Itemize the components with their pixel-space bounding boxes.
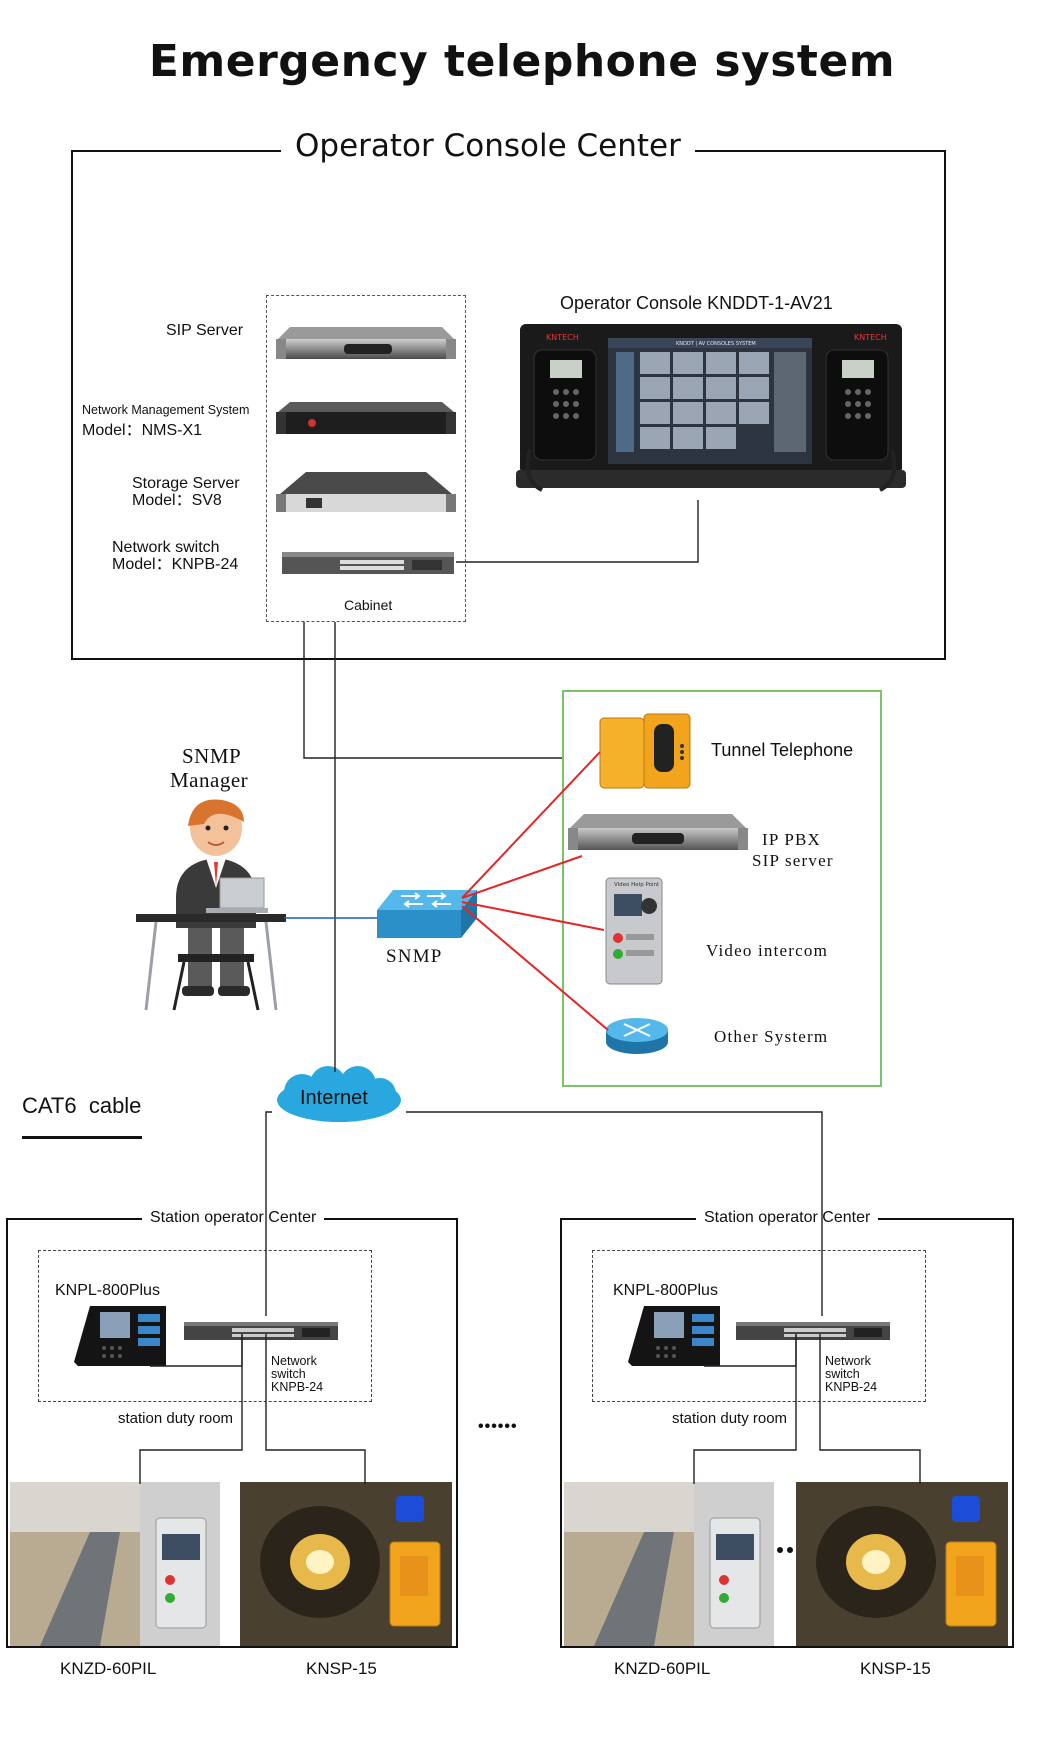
video-intercom-label: Video intercom <box>706 941 828 960</box>
sip-server-label: SIP Server <box>166 322 244 339</box>
nms-server-icon <box>276 402 456 434</box>
console-screen-caption: KNDDT | AV CONSOLES SYSTEM <box>676 341 756 347</box>
snmp-manager-person <box>136 798 286 1013</box>
cloud-icon <box>277 1066 401 1122</box>
tunnel-scene <box>796 1482 1008 1646</box>
cat6-cable-label: CAT6 cable <box>22 1093 142 1118</box>
video-intercom-panel-text: Video Help Point <box>614 882 660 888</box>
internet-cloud <box>272 1066 407 1128</box>
station-2-phone-device <box>624 1302 724 1370</box>
network-switch-icon <box>184 1322 338 1340</box>
ippbx-server-icon <box>568 814 748 850</box>
station-1-switch-device <box>182 1318 340 1344</box>
tunnel-scene <box>240 1482 452 1646</box>
operator-console-icon: KNTECH KNTECH KNDDT | AV CONSOLES SYSTEM <box>516 324 906 492</box>
subway-escalator-scene <box>10 1482 220 1646</box>
nms-model-label: Model：NMS-X1 <box>82 422 203 439</box>
video-intercom-device: Video Help Point <box>604 876 664 986</box>
console-brand-left: KNTECH <box>546 333 579 342</box>
tunnel-telephone-device <box>598 710 694 792</box>
snmp-manager-label-2: Manager <box>170 768 249 792</box>
station-2-right-device-label: KNSP-15 <box>860 1659 931 1678</box>
station-2-right-scene <box>796 1482 1008 1646</box>
station-2-phone-label: KNPL-800Plus <box>613 1282 718 1299</box>
ippbx-label-1: IP PBX <box>762 830 822 849</box>
station-2-room-label: station duty room <box>672 1410 788 1427</box>
station-2-left-scene <box>564 1482 774 1646</box>
ippbx-device <box>568 812 748 854</box>
station-1-left-scene <box>10 1482 220 1646</box>
station-1-phone-device <box>70 1302 170 1370</box>
snmp-switch-icon <box>377 890 477 938</box>
cabinet-box <box>266 295 466 622</box>
operator-console-label: Operator Console KNDDT-1-AV21 <box>560 293 833 313</box>
cat6-cable-line <box>22 1136 142 1139</box>
station-1-right-scene <box>240 1482 452 1646</box>
nms-device <box>276 400 456 438</box>
station-2-switch-label-2: switch <box>825 1367 860 1381</box>
snmp-manager-label-1: SNMP <box>182 744 242 768</box>
snmp-switch-label: SNMP <box>386 946 443 967</box>
tunnel-telephone-icon <box>599 713 691 789</box>
operator-console-device: KNTECH KNTECH KNDDT | AV CONSOLES SYSTEM <box>516 320 906 498</box>
station-1-phone-label: KNPL-800Plus <box>55 1282 160 1299</box>
station-1-left-device-label: KNZD-60PIL <box>60 1659 157 1678</box>
network-switch-label: Network switch <box>112 539 220 556</box>
cabinet-label: Cabinet <box>344 597 393 613</box>
station-2-switch-label-1: Network <box>825 1354 871 1368</box>
station-1-switch-label-1: Network <box>271 1354 317 1368</box>
sip-server-icon <box>276 327 456 359</box>
page-title: Emergency telephone system <box>148 36 896 87</box>
ippbx-label-2: SIP server <box>752 851 834 870</box>
station-center-2-title: Station operator Center <box>696 1209 879 1227</box>
other-system-device <box>604 1016 670 1056</box>
station-1-switch-label-2: switch <box>271 1367 306 1381</box>
operator-console-center-title: Operator Console Center <box>281 128 695 164</box>
station-2-switch-device <box>734 1318 892 1344</box>
subway-escalator-scene <box>564 1482 774 1646</box>
storage-server-label: Storage Server <box>132 475 240 492</box>
tunnel-telephone-label: Tunnel Telephone <box>711 740 854 760</box>
person-at-desk-icon <box>136 799 286 1011</box>
station-2-left-device-label: KNZD-60PIL <box>614 1659 711 1678</box>
station-1-right-device-label: KNSP-15 <box>306 1659 377 1678</box>
storage-server-icon <box>276 472 456 512</box>
station-2-switch-label-3: KNPB-24 <box>825 1380 878 1394</box>
internet-label: Internet <box>300 1087 368 1109</box>
other-system-label: Other Systerm <box>714 1027 829 1046</box>
sip-server-device <box>276 325 456 363</box>
network-switch-model-label: Model：KNPB-24 <box>112 556 239 573</box>
network-switch-icon <box>282 552 454 574</box>
station-center-1-title: Station operator Center <box>142 1209 325 1227</box>
storage-server-device <box>276 470 456 516</box>
ip-phone-icon <box>74 1306 166 1366</box>
station-1-room-label: station duty room <box>118 1410 234 1427</box>
video-intercom-icon: Video Help Point <box>605 877 663 985</box>
console-brand-right: KNTECH <box>854 333 887 342</box>
more-stations-ellipsis: •••••• <box>478 1418 518 1435</box>
router-icon <box>606 1018 668 1054</box>
ip-phone-icon <box>628 1306 720 1366</box>
nms-label: Network Management System <box>82 403 250 417</box>
snmp-switch-device <box>375 888 479 942</box>
network-switch-icon <box>736 1322 890 1340</box>
cabinet-switch-device <box>280 548 456 578</box>
station-1-switch-label-3: KNPB-24 <box>271 1380 324 1394</box>
storage-server-model-label: Model：SV8 <box>132 492 222 509</box>
